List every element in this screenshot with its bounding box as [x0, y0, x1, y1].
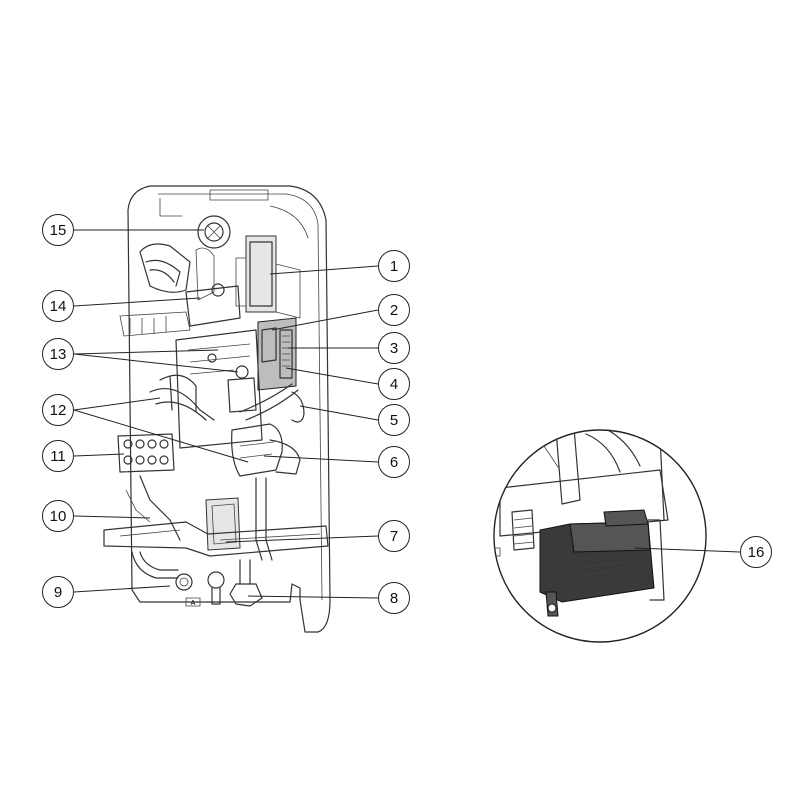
leader-12b: [73, 409, 249, 463]
callout-9: 9: [42, 576, 74, 608]
leader-13b: [73, 353, 239, 373]
leader-6: [263, 455, 379, 463]
detail-view: A: [492, 429, 707, 643]
leader-11: [73, 453, 125, 457]
callout-7: 7: [378, 520, 410, 552]
callout-16: 16: [740, 536, 772, 568]
callout-11: 11: [42, 440, 74, 472]
main-unit: A: [103, 185, 331, 633]
callout-13: 13: [42, 338, 74, 370]
callout-4: 4: [378, 368, 410, 400]
leader-2: [271, 309, 379, 331]
leader-13a: [73, 349, 219, 355]
callout-3: 3: [378, 332, 410, 364]
leader-14: [73, 297, 201, 307]
leader-5: [299, 405, 379, 421]
callout-2: 2: [378, 294, 410, 326]
callout-15: 15: [42, 214, 74, 246]
leader-7: [225, 535, 379, 543]
callout-5: 5: [378, 404, 410, 436]
leader-lines: [73, 229, 741, 599]
leader-8: [247, 595, 379, 599]
callout-6: 6: [378, 446, 410, 478]
plate-letter: A: [191, 600, 196, 607]
callout-12: 12: [42, 394, 74, 426]
leader-1: [269, 265, 379, 275]
callout-1: 1: [378, 250, 410, 282]
callout-8: 8: [378, 582, 410, 614]
leader-12a: [73, 397, 161, 411]
leader-4: [285, 367, 379, 385]
detail-plate-letter: A: [492, 550, 497, 557]
callout-10: 10: [42, 500, 74, 532]
callout-14: 14: [42, 290, 74, 322]
leader-16: [633, 547, 741, 553]
leader-10: [73, 515, 151, 519]
leader-9: [73, 585, 171, 593]
